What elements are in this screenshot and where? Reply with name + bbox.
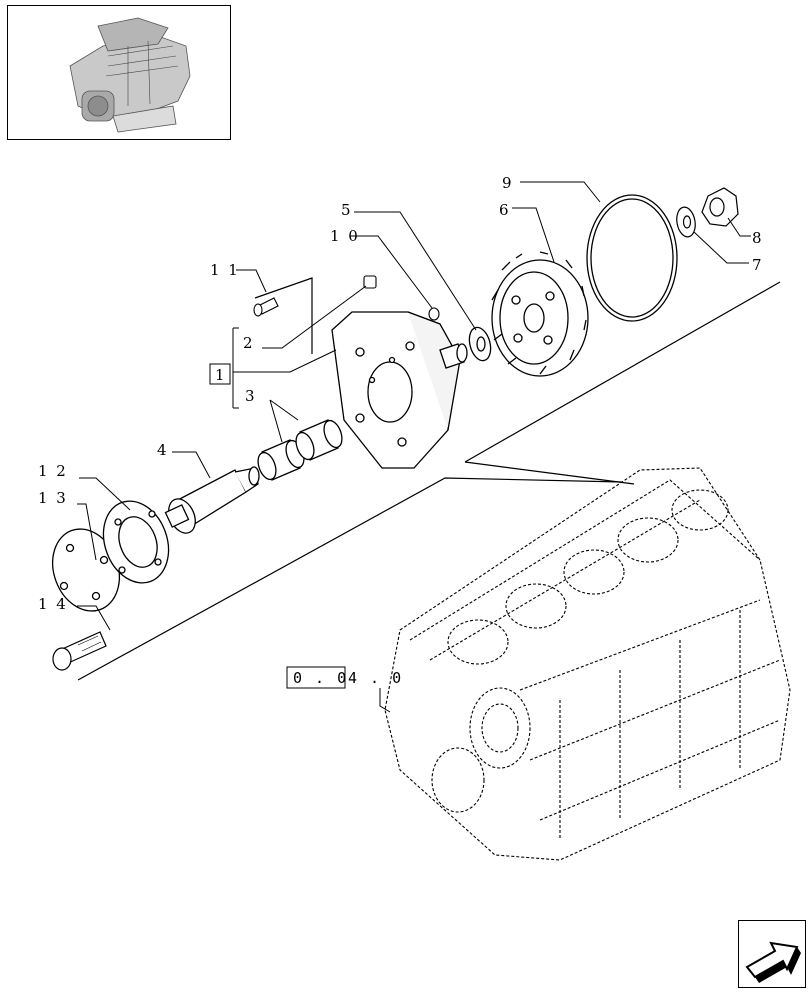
callout-11: 1 1 — [210, 261, 240, 279]
engine-thumbnail — [7, 5, 231, 140]
pump-housing-part-1[interactable] — [331, 311, 468, 469]
cover-plate-part-13[interactable] — [42, 520, 131, 621]
callout-7: 7 — [752, 256, 764, 274]
callout-2: 2 — [243, 334, 255, 352]
nut-part-8[interactable] — [701, 187, 739, 227]
callout-9: 9 — [502, 174, 514, 192]
callout-4: 4 — [157, 441, 169, 459]
o-ring-part-10[interactable] — [428, 307, 440, 321]
gear-part-6[interactable] — [491, 251, 589, 377]
bolt-part-11[interactable] — [253, 297, 279, 317]
gasket-part-12[interactable] — [93, 492, 180, 592]
callout-12: 1 2 — [38, 462, 68, 480]
bolt-part-14[interactable] — [52, 631, 107, 671]
leader-lines — [77, 181, 751, 713]
callout-5: 5 — [341, 201, 353, 219]
callout-14: 1 4 — [38, 595, 68, 613]
callouts: 1 2 3 4 5 6 7 8 9 1 0 1 1 1 2 1 3 1 4 — [38, 174, 764, 613]
engine-block[interactable] — [384, 467, 791, 861]
o-ring-part-9[interactable] — [586, 194, 678, 322]
callout-8: 8 — [752, 229, 764, 247]
washer-part-5[interactable] — [466, 325, 494, 363]
next-page-arrow-icon — [745, 941, 801, 983]
reference-callout[interactable]: 0 . 0 4 . 0 — [286, 666, 403, 689]
shaft-part-4[interactable] — [164, 466, 260, 537]
reference-box — [286, 666, 346, 689]
washer-part-7[interactable] — [675, 206, 698, 239]
callout-6: 6 — [499, 201, 511, 219]
engine-thumbnail-icon — [69, 17, 191, 133]
callout-1: 1 — [215, 366, 227, 384]
callout-3: 3 — [245, 387, 257, 405]
callout-13: 1 3 — [38, 489, 68, 507]
bushing-part-3[interactable] — [255, 418, 346, 482]
reference-rest-text: 4 . 0 — [348, 669, 403, 687]
plug-part-2[interactable] — [363, 275, 377, 289]
reference-boxed-text: 0 . 0 — [293, 669, 348, 687]
next-page-button[interactable] — [738, 920, 806, 988]
assembly-frame — [77, 277, 781, 681]
callout-1-box — [209, 363, 231, 385]
callout-10: 1 0 — [330, 227, 360, 245]
